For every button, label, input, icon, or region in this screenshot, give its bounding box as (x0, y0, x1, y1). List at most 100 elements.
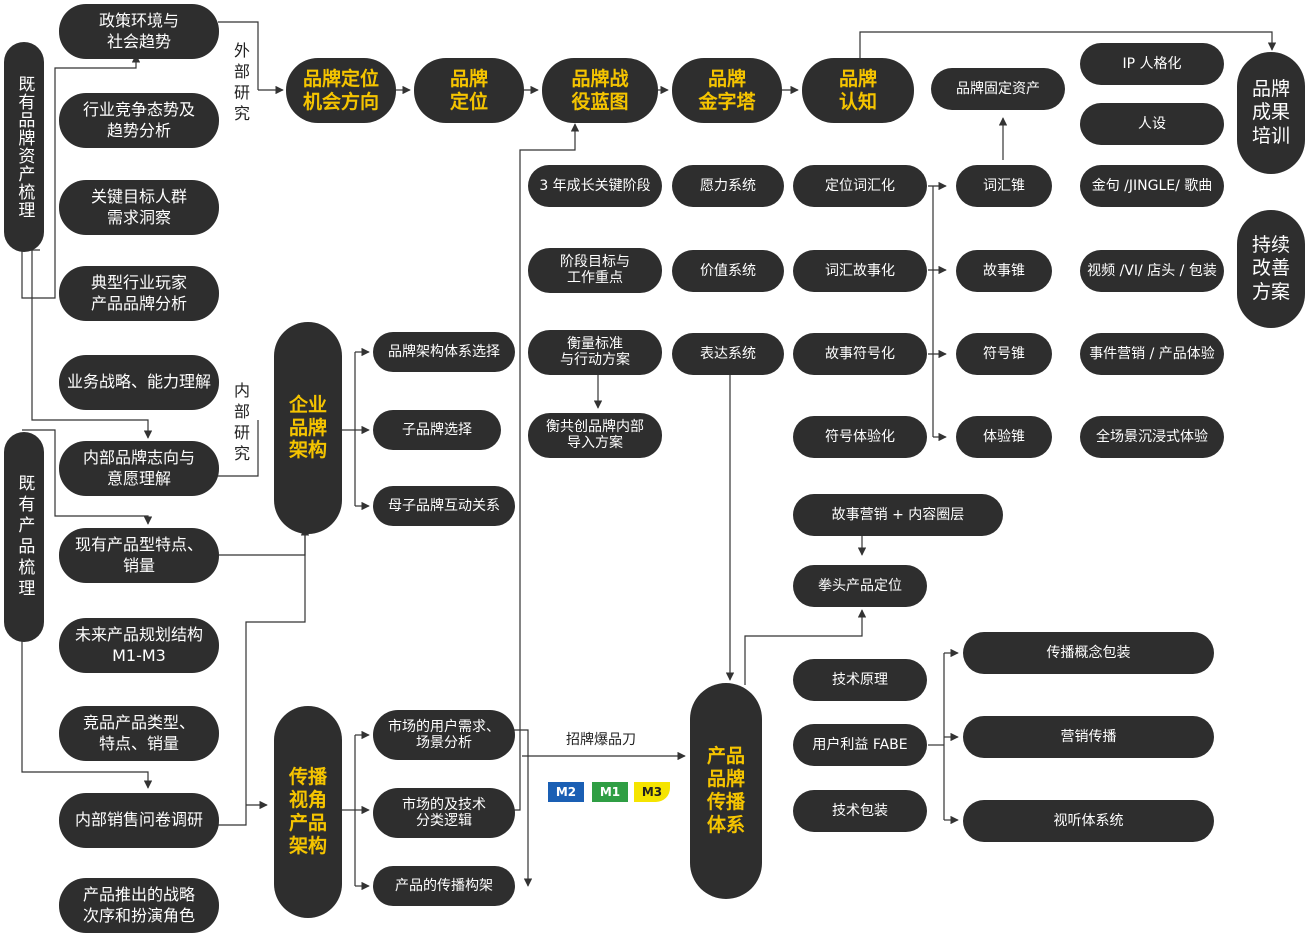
enterprise-item-sub-brand[interactable]: 子品牌选择 (373, 410, 501, 450)
pyramid-item-label: 价值系统 (700, 262, 756, 279)
enterprise-item-architecture[interactable]: 品牌架构体系选择 (373, 332, 515, 372)
brand-assets-label: 既有品牌资产梳理 (14, 75, 35, 219)
outcome-improve-label: 持续 改善 方案 (1251, 234, 1290, 303)
comm-item-label: 营销传播 (1060, 728, 1117, 745)
badge-label: M1 (599, 785, 621, 799)
left-item-current-products[interactable]: 现有产品型特点、 销量 (59, 528, 219, 583)
badge-m3: M3 (634, 782, 670, 802)
outcome-training[interactable]: 品牌 成果 培训 (1237, 52, 1305, 174)
comm-item-label: 传播概念包装 (1046, 644, 1131, 661)
communication-item-user-needs[interactable]: 市场的用户需求、 场景分析 (373, 710, 515, 760)
anchor-vocabulary[interactable]: 词汇锥 (956, 165, 1052, 207)
left-item-future-products[interactable]: 未来产品规划结构 M1-M3 (59, 618, 219, 673)
anchor-label: 故事锥 (983, 262, 1025, 279)
left-item-industry-label: 行业竞争态势及 趋势分析 (82, 99, 195, 140)
main-cognition[interactable]: 品牌 认知 (802, 58, 914, 123)
main-positioning-label: 品牌 定位 (449, 67, 488, 113)
pyramid-item-expression[interactable]: 表达系统 (672, 333, 784, 375)
hero-product-positioning[interactable]: 拳头产品定位 (793, 565, 927, 607)
enterprise-item-label: 子品牌选择 (402, 421, 472, 438)
anchor-story[interactable]: 故事锥 (956, 250, 1052, 292)
expression-persona[interactable]: 人设 (1080, 103, 1224, 145)
left-item-industry[interactable]: 行业竞争态势及 趋势分析 (59, 93, 219, 148)
communication-item-label: 市场的用户需求、 场景分析 (388, 718, 500, 751)
product-assets-group: 既有产品梳理 (4, 432, 44, 642)
communication-item-framework[interactable]: 产品的传播构架 (373, 866, 515, 906)
left-item-future-products-label: 未来产品规划结构 M1-M3 (74, 624, 203, 665)
pyramid-item-will[interactable]: 愿力系统 (672, 165, 784, 207)
badge-label: M3 (641, 785, 663, 799)
story-marketing[interactable]: 故事营销 + 内容圈层 (793, 494, 1003, 536)
communication-item-label: 市场的及技术 分类逻辑 (402, 796, 486, 829)
tech-item-label: 技术包装 (832, 802, 888, 819)
left-item-policy-label: 政策环境与 社会趋势 (98, 10, 179, 51)
enterprise-item-label: 母子品牌互动关系 (388, 497, 500, 514)
anchor-label: 体验锥 (983, 428, 1025, 445)
cognition-item-symbol[interactable]: 故事符号化 (793, 333, 927, 375)
hero-product-arrow-label: 招牌爆品刀 (566, 732, 636, 748)
comm-item-audiovisual[interactable]: 视听体系统 (963, 800, 1214, 842)
blueprint-item-internal-plan[interactable]: 衡共创品牌内部 导入方案 (528, 413, 662, 458)
communication-item-tech-logic[interactable]: 市场的及技术 分类逻辑 (373, 788, 515, 838)
main-opportunity-label: 品牌定位 机会方向 (302, 67, 379, 113)
blueprint-item-label: 3 年成长关键阶段 (539, 177, 651, 194)
tech-item-principle[interactable]: 技术原理 (793, 659, 927, 701)
main-opportunity[interactable]: 品牌定位 机会方向 (286, 58, 396, 123)
cognition-item-label: 故事符号化 (825, 345, 895, 362)
enterprise-item-label: 品牌架构体系选择 (388, 343, 500, 360)
enterprise-structure[interactable]: 企业 品牌 架构 (274, 322, 342, 534)
main-cognition-label: 品牌 认知 (838, 67, 877, 113)
anchor-label: 符号锥 (983, 345, 1025, 362)
comm-item-marketing[interactable]: 营销传播 (963, 716, 1214, 758)
badge-label: M2 (555, 785, 577, 799)
product-brand-system[interactable]: 产品 品牌 传播 体系 (690, 683, 762, 899)
expression-label: IP 人格化 (1122, 55, 1182, 72)
communication-structure[interactable]: 传播 视角 产品 架构 (274, 706, 342, 918)
cognition-item-story[interactable]: 词汇故事化 (793, 250, 927, 292)
main-blueprint[interactable]: 品牌战 役蓝图 (542, 58, 658, 123)
enterprise-item-interaction[interactable]: 母子品牌互动关系 (373, 486, 515, 526)
left-item-audience[interactable]: 关键目标人群 需求洞察 (59, 180, 219, 235)
blueprint-item-stages[interactable]: 3 年成长关键阶段 (528, 165, 662, 207)
expression-ip[interactable]: IP 人格化 (1080, 43, 1224, 85)
hero-product-label: 拳头产品定位 (818, 577, 902, 594)
left-item-internal-brand-label: 内部品牌志向与 意愿理解 (82, 447, 195, 488)
main-blueprint-label: 品牌战 役蓝图 (571, 67, 629, 113)
left-item-launch-order[interactable]: 产品推出的战略 次序和扮演角色 (59, 878, 219, 933)
cognition-item-vocabulary[interactable]: 定位词汇化 (793, 165, 927, 207)
pyramid-item-value[interactable]: 价值系统 (672, 250, 784, 292)
main-pyramid[interactable]: 品牌 金字塔 (672, 58, 782, 123)
communication-item-label: 产品的传播构架 (395, 877, 493, 894)
badge-m2: M2 (548, 782, 584, 802)
blueprint-item-measures[interactable]: 衡量标准 与行动方案 (528, 330, 662, 375)
left-item-internal-brand[interactable]: 内部品牌志向与 意愿理解 (59, 441, 219, 496)
left-item-policy[interactable]: 政策环境与 社会趋势 (59, 4, 219, 59)
comm-item-concept[interactable]: 传播概念包装 (963, 632, 1214, 674)
cognition-item-label: 词汇故事化 (825, 262, 895, 279)
product-assets-label: 既有产品梳理 (14, 474, 35, 600)
blueprint-item-goals[interactable]: 阶段目标与 工作重点 (528, 248, 662, 293)
left-item-strategy[interactable]: 业务战略、能力理解 (59, 355, 219, 410)
expression-immersive[interactable]: 全场景沉浸式体验 (1080, 416, 1224, 458)
expression-event[interactable]: 事件营销 / 产品体验 (1080, 333, 1224, 375)
left-item-players[interactable]: 典型行业玩家 产品品牌分析 (59, 266, 219, 321)
expression-label: 人设 (1138, 115, 1166, 132)
left-item-competitor-products[interactable]: 竞品产品类型、 特点、销量 (59, 706, 219, 761)
left-item-survey[interactable]: 内部销售问卷调研 (59, 793, 219, 848)
expression-slogan[interactable]: 金句 /JINGLE/ 歌曲 (1080, 165, 1224, 207)
anchor-experience[interactable]: 体验锥 (956, 416, 1052, 458)
anchor-symbol[interactable]: 符号锥 (956, 333, 1052, 375)
brand-assets-group: 既有品牌资产梳理 (4, 42, 44, 252)
main-positioning[interactable]: 品牌 定位 (414, 58, 524, 123)
fixed-brand-asset[interactable]: 品牌固定资产 (931, 68, 1065, 110)
pyramid-item-label: 愿力系统 (700, 177, 756, 194)
tech-item-packaging[interactable]: 技术包装 (793, 790, 927, 832)
tech-item-fabe[interactable]: 用户利益 FABE (793, 724, 927, 766)
cognition-item-experience[interactable]: 符号体验化 (793, 416, 927, 458)
outcome-improve[interactable]: 持续 改善 方案 (1237, 210, 1305, 328)
comm-item-label: 视听体系统 (1053, 812, 1124, 829)
expression-visual[interactable]: 视频 /VI/ 店头 / 包装 (1080, 250, 1224, 292)
internal-research-label: 内部研究 (233, 381, 250, 463)
cognition-item-label: 定位词汇化 (825, 177, 895, 194)
